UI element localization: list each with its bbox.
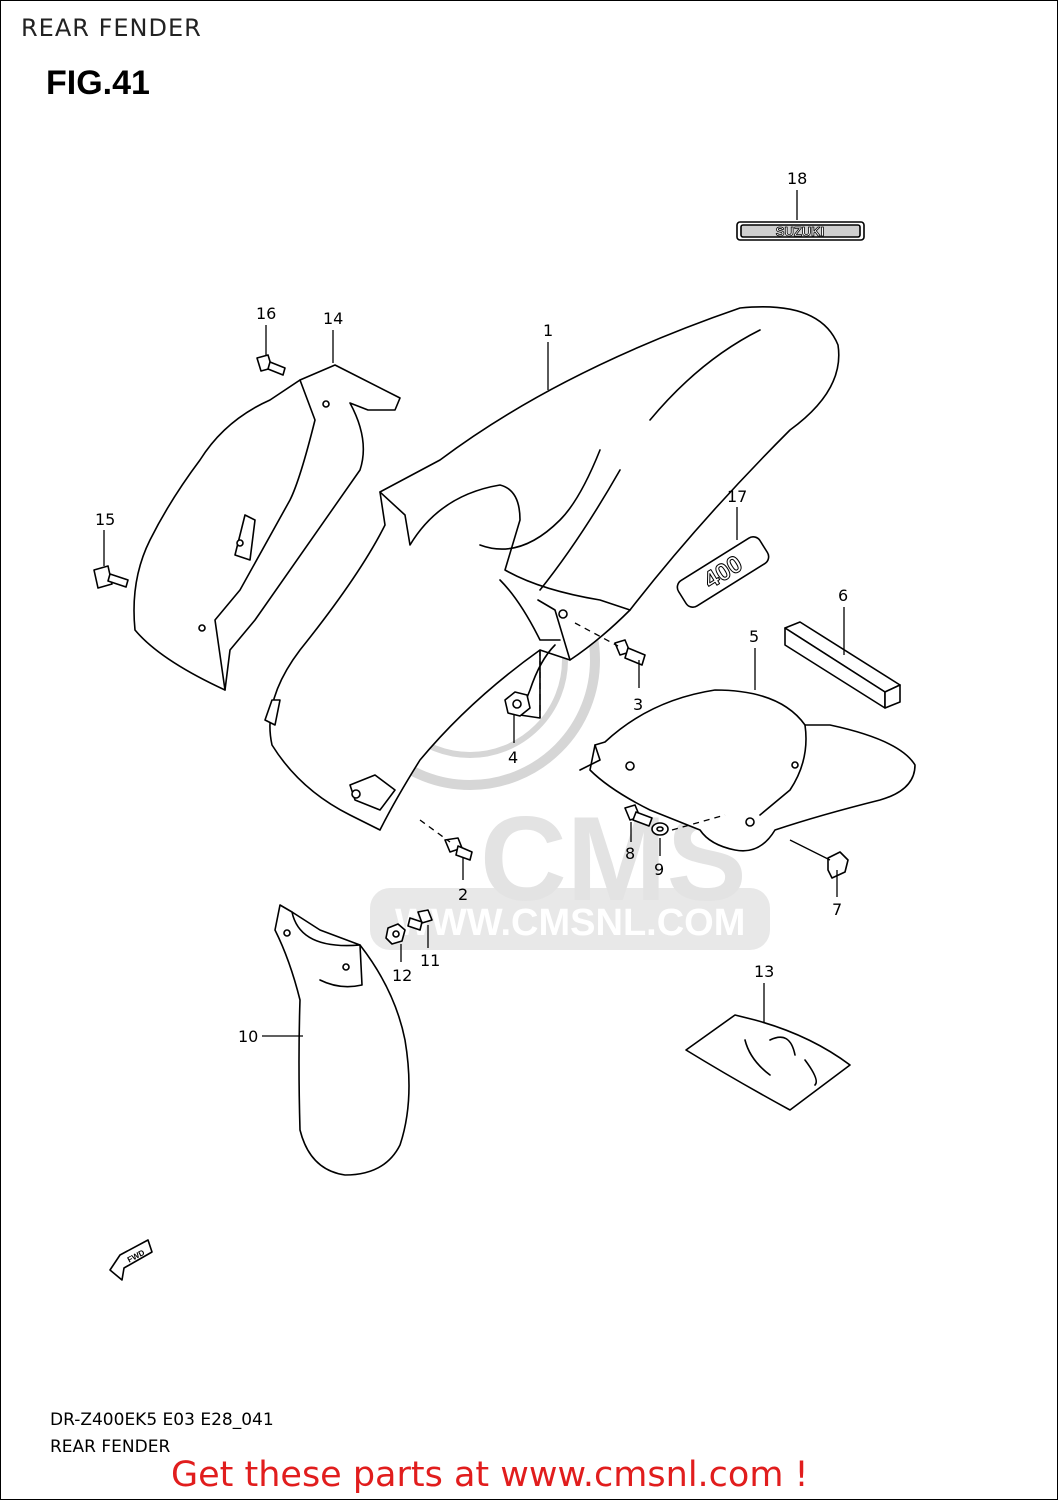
bolt-3-icon xyxy=(614,639,646,666)
callout-4: 4 xyxy=(508,748,518,767)
diagram-code: DR-Z400EK5 E03 E28_041 xyxy=(50,1410,274,1430)
cta-link[interactable]: Get these parts at www.cmsnl.com ! xyxy=(171,1455,809,1495)
callout-10: 10 xyxy=(238,1027,258,1046)
bolt-8-icon xyxy=(624,804,653,827)
nut-12-icon xyxy=(385,923,406,945)
clip-7-icon xyxy=(827,851,849,879)
callout-15: 15 xyxy=(95,510,115,529)
callout-17: 17 xyxy=(727,487,747,506)
emblem-text: SUZUKI xyxy=(776,224,824,239)
callout-8: 8 xyxy=(625,844,635,863)
callout-14: 14 xyxy=(323,309,343,328)
callout-12: 12 xyxy=(392,966,412,985)
fwd-arrow-icon: FWD xyxy=(109,1239,153,1281)
callout-18: 18 xyxy=(787,169,807,188)
page-title: REAR FENDER xyxy=(21,14,202,42)
mud-flap xyxy=(274,904,410,1176)
callout-9: 9 xyxy=(654,860,664,879)
cover-pad xyxy=(685,1014,851,1111)
callout-5: 5 xyxy=(749,627,759,646)
callout-16: 16 xyxy=(256,304,276,323)
bolt-15-icon xyxy=(93,565,129,589)
inner-fender xyxy=(133,364,401,691)
bolt-16-icon xyxy=(256,354,286,376)
callout-3: 3 xyxy=(633,695,643,714)
callout-13: 13 xyxy=(754,962,774,981)
model-decal: 400 xyxy=(676,536,770,608)
nut-4-icon xyxy=(504,691,531,717)
callout-7: 7 xyxy=(832,900,842,919)
callout-2: 2 xyxy=(458,885,468,904)
bolt-11-icon xyxy=(407,909,433,931)
callout-11: 11 xyxy=(420,951,440,970)
washer-9-icon xyxy=(651,822,669,836)
callout-labels: 1 2 3 4 5 6 7 8 9 10 11 12 13 14 15 16 1… xyxy=(95,169,848,1046)
watermark-url: WWW.CMSNL.COM xyxy=(395,902,745,944)
diagram-title: REAR FENDER xyxy=(50,1437,171,1457)
callout-6: 6 xyxy=(838,586,848,605)
rear-flap xyxy=(589,689,916,852)
foam-block xyxy=(784,621,901,709)
suzuki-emblem: SUZUKI xyxy=(736,221,865,241)
figure-number: FIG.41 xyxy=(46,64,150,102)
leader-lines xyxy=(103,190,845,1037)
callout-1: 1 xyxy=(543,321,553,340)
